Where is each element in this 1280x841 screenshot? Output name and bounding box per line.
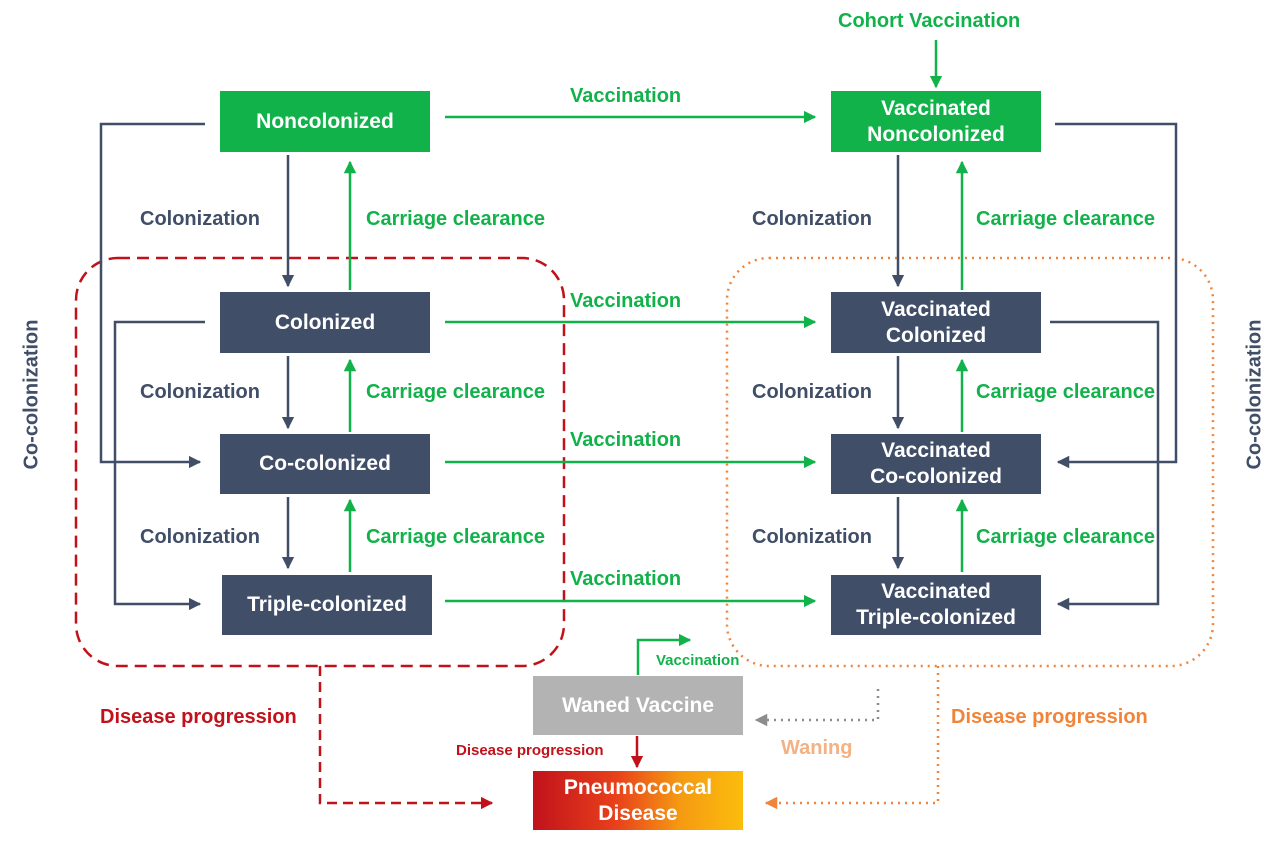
pneumococcal-disease-line-2: Disease: [598, 801, 678, 825]
pneumococcal-disease-node: Pneumococcal Disease: [533, 771, 743, 830]
vaccinated-co-colonized-node: Vaccinated Co-colonized: [831, 434, 1041, 494]
disease-progression-label-waned: Disease progression: [456, 742, 604, 759]
vaccinated-noncolonized-line-2: Noncolonized: [867, 122, 1005, 146]
triple-colonized-label: Triple-colonized: [247, 593, 407, 616]
vaccinated-co-colonized-line-2: Co-colonized: [870, 465, 1002, 488]
vaccinated-noncolonized-node: Vaccinated Noncolonized: [831, 91, 1041, 152]
vaccination-label-2: Vaccination: [570, 290, 682, 312]
waning-label: Waning: [781, 737, 853, 759]
vaccinated-colonized-line-2: Colonized: [885, 323, 987, 347]
colonization-label-left-3: Colonization: [140, 526, 260, 548]
carriage-clearance-label-right-3: Carriage clearance: [976, 526, 1156, 548]
waned-vaccine-node: Waned Vaccine: [533, 676, 743, 735]
colonized-node: Colonized: [220, 292, 430, 353]
noncolonized-node: Noncolonized: [220, 91, 430, 152]
waned-vaccine-label: Waned Vaccine: [561, 693, 715, 717]
co-colonized-node: Co-colonized: [220, 434, 430, 494]
colonization-label-right-3: Colonization: [752, 526, 872, 548]
colonized-label: Colonized: [274, 310, 376, 334]
vaccination-label-3: Vaccination: [570, 429, 682, 451]
colonization-label-right-1: Colonization: [752, 208, 872, 230]
vaccinated-triple-colonized-node: Vaccinated Triple-colonized: [831, 575, 1041, 635]
carriage-clearance-label-right-2: Carriage clearance: [976, 381, 1156, 403]
carriage-clearance-label-left-3: Carriage clearance: [366, 526, 546, 548]
triple-colonized-node: Triple-colonized: [222, 575, 432, 635]
waning-arrow: [754, 689, 880, 727]
vaccinated-colonized-line-1: Vaccinated: [881, 297, 991, 321]
vaccinated-colonized-node: Vaccinated Colonized: [831, 292, 1041, 353]
vaccinated-triple-colonized-line-1: Vaccinated: [881, 580, 991, 603]
vaccination-label-1: Vaccination: [570, 85, 682, 107]
vaccinated-co-colonized-line-1: Vaccinated: [881, 439, 991, 462]
co-colonization-label-left: Co-colonization: [20, 319, 43, 470]
vaccination-label-4: Vaccination: [570, 568, 682, 590]
colonization-label-right-2: Colonization: [752, 381, 872, 403]
co-colonization-connector-right-inner: [1050, 320, 1160, 611]
vaccinated-noncolonized-line-1: Vaccinated: [881, 96, 991, 120]
co-colonization-connector-right-outer: [1055, 122, 1178, 469]
carriage-clearance-label-right-1: Carriage clearance: [976, 208, 1156, 230]
disease-progression-label-unvaccinated: Disease progression: [100, 706, 297, 728]
co-colonization-label-right: Co-colonization: [1243, 319, 1266, 470]
co-colonized-label: Co-colonized: [259, 452, 391, 475]
vaccinated-colonized-group: [725, 256, 1215, 668]
colonization-label-left-2: Colonization: [140, 381, 260, 403]
pneumococcal-disease-line-1: Pneumococcal: [563, 775, 713, 799]
disease-progression-arrow-unvaccinated: [318, 666, 494, 810]
vaccination-label-waned: Vaccination: [656, 652, 740, 669]
colonization-label-left-1: Colonization: [140, 208, 260, 230]
disease-progression-arrow-vaccinated: [764, 666, 940, 810]
carriage-clearance-label-left-2: Carriage clearance: [366, 381, 546, 403]
co-colonization-connector-left-outer: [99, 122, 205, 469]
carriage-clearance-label-left-1: Carriage clearance: [366, 208, 546, 230]
cohort-vaccination-label: Cohort Vaccination: [838, 10, 1021, 32]
co-colonization-connector-left-inner: [113, 320, 205, 611]
vaccinated-triple-colonized-line-2: Triple-colonized: [856, 606, 1016, 629]
waned-revaccination-arrow: [636, 633, 692, 675]
noncolonized-label: Noncolonized: [256, 109, 394, 133]
disease-progression-label-vaccinated: Disease progression: [951, 706, 1148, 728]
